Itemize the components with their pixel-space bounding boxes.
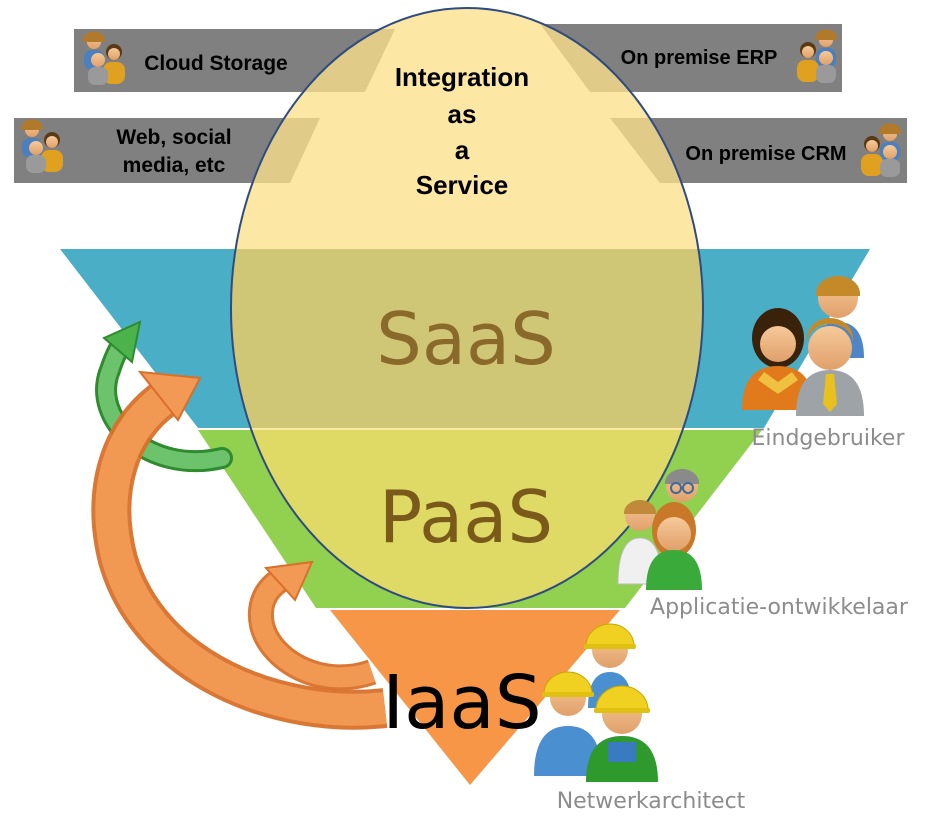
ipaas-title-line3: a (455, 135, 470, 165)
iaas-label: IaaS (382, 660, 542, 746)
green-curved-arrow-icon (95, 320, 233, 473)
people-group-icon (20, 119, 63, 173)
source-bar-on-premise-crm (610, 118, 907, 183)
people-group-icon (82, 31, 125, 85)
people-group-icon (861, 123, 901, 177)
end-users-icon (742, 275, 864, 416)
paas-label: PaaS (379, 475, 553, 559)
web-social-label-line1: Web, social (116, 126, 231, 149)
app-developer-role-label: Applicatie-ontwikkelaar (650, 595, 909, 620)
orange-curved-arrow-small-icon (248, 560, 377, 691)
on-premise-erp-label: On premise ERP (621, 47, 778, 69)
ipaas-title-line2: as (448, 99, 477, 129)
iaas-layer (330, 610, 620, 785)
orange-curved-arrow-large-icon (91, 370, 388, 730)
on-premise-crm-label: On premise CRM (685, 143, 846, 165)
workers-icon (534, 623, 658, 782)
network-architect-role-label: Netwerkarchitect (557, 789, 746, 814)
ipaas-title-line4: Service (416, 170, 509, 200)
end-user-role-label: Eindgebruiker (751, 426, 905, 451)
cloud-storage-label: Cloud Storage (144, 52, 288, 75)
source-bar-web-social (14, 118, 320, 183)
developers-icon (617, 468, 702, 590)
saas-label: SaaS (376, 297, 556, 381)
people-group-icon (797, 29, 837, 83)
web-social-label-line2: media, etc (123, 154, 226, 177)
source-bar-cloud-storage (74, 29, 395, 92)
ipaas-title-line1: Integration (395, 62, 529, 92)
